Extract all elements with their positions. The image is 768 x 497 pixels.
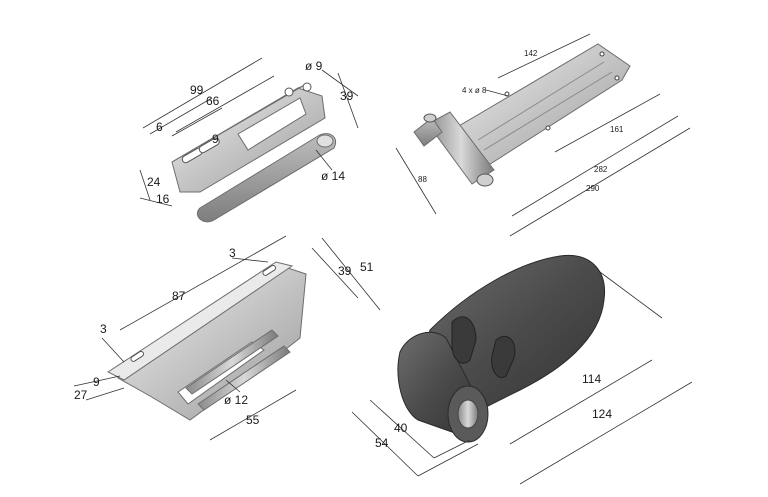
dim-161: 161: [610, 125, 624, 134]
dim-87: 87: [172, 289, 186, 303]
dim-39-bracket: 39: [338, 264, 352, 278]
dim-3-left: 3: [100, 322, 107, 336]
dim-290: 290: [586, 184, 600, 193]
dim-142: 142: [524, 49, 538, 58]
dim-27: 27: [74, 388, 88, 402]
rubber-buffer-dimension-lines: [351, 271, 693, 485]
dim-holes-4x8: 4 x ø 8: [462, 86, 487, 95]
hinge-bracket-dimension-lines: [73, 235, 381, 441]
dim-114: 114: [582, 372, 601, 386]
dim-88: 88: [418, 175, 427, 184]
dim-39: 39: [340, 89, 354, 103]
dim-9-slot: 9: [212, 132, 219, 146]
dim-diameter-14: ø 14: [321, 169, 345, 183]
dim-282: 282: [594, 165, 608, 174]
dim-diameter-12: ø 12: [224, 393, 248, 407]
dim-66: 66: [206, 94, 220, 108]
dim-6: 6: [156, 120, 163, 134]
dim-24: 24: [147, 175, 161, 189]
rubber-buffer-part: [397, 254, 606, 443]
dim-3-top: 3: [229, 246, 236, 260]
hinge-strap-dimension-lines: [139, 57, 359, 207]
dim-16: 16: [156, 192, 170, 206]
hinge-bracket-part: [106, 261, 307, 421]
heavy-hinge-dimension-lines: [395, 33, 691, 237]
dim-54: 54: [375, 436, 389, 450]
dim-51: 51: [360, 260, 374, 274]
dim-99: 99: [190, 83, 204, 97]
dim-9-bracket: 9: [93, 375, 100, 389]
dim-diameter-9: ø 9: [305, 59, 323, 73]
heavy-hinge-part: [413, 43, 631, 187]
hinge-strap-part: [171, 82, 336, 223]
dim-55: 55: [246, 413, 260, 427]
dim-40: 40: [394, 421, 408, 435]
dim-124: 124: [592, 407, 612, 421]
